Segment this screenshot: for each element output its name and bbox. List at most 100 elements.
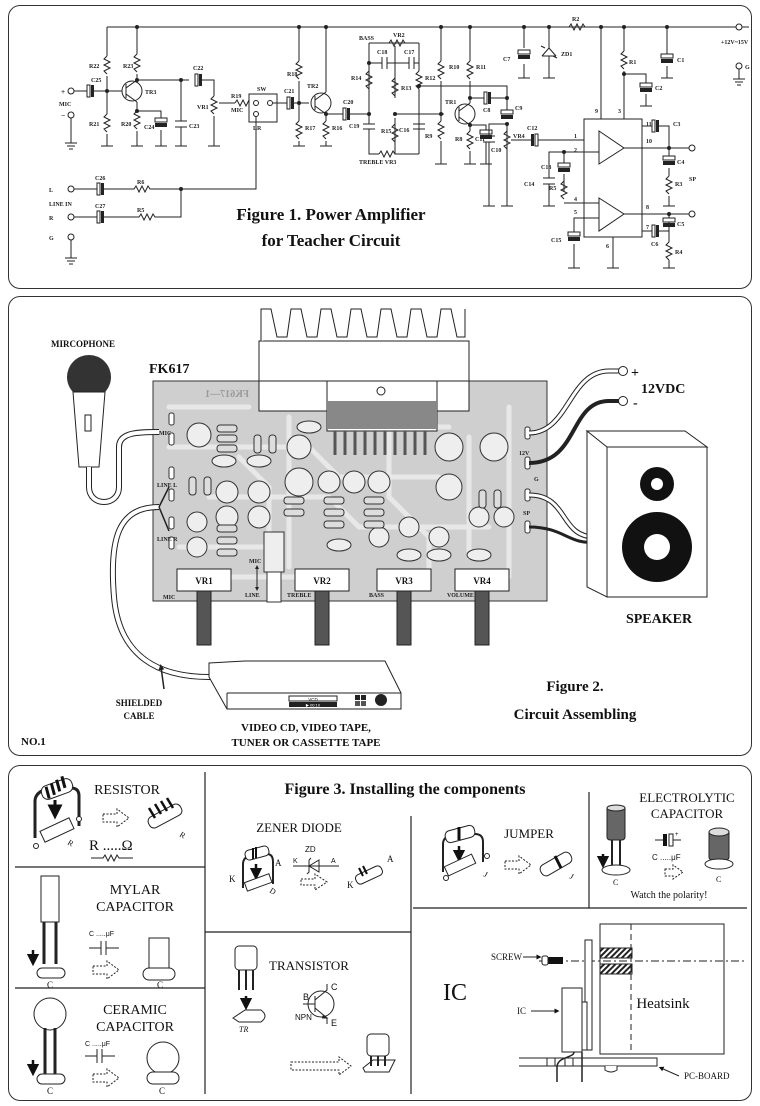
switch-label: SW: [257, 87, 266, 93]
assembly-diagram: FK617 MIRCOPHONE FK617—1: [21, 308, 709, 749]
svg-text:ZD1: ZD1: [561, 52, 572, 58]
switch-line-label: LINE: [245, 593, 260, 599]
connector-sp-label: SP: [523, 511, 530, 517]
pc-board-label: PC-BOARD: [684, 1071, 730, 1081]
zener-symbol-a: A: [331, 858, 336, 865]
transistor-collector-label: C: [331, 982, 338, 992]
svg-text:C5: C5: [677, 222, 684, 228]
svg-text:C1: C1: [677, 58, 684, 64]
supply-terminal: [735, 23, 743, 31]
supply-label: +12V~15V: [721, 40, 749, 46]
pot-label: VR2: [313, 576, 331, 586]
ic-section-title: IC: [443, 980, 467, 1006]
transistor-tag: TR: [239, 1025, 248, 1034]
pot-function-label: TREBLE: [287, 593, 311, 599]
pcb-board: FK617—1: [152, 380, 548, 603]
heatsink-label: Heatsink: [636, 996, 690, 1012]
connector-g-label: G: [534, 477, 539, 483]
svg-text:5: 5: [574, 210, 577, 216]
ceramic-formula: C .....μF: [85, 1041, 110, 1048]
zener-anode-label: A: [275, 858, 282, 868]
ceramic-tag: C: [47, 1086, 53, 1096]
jumper-tag: J: [482, 870, 489, 879]
ground-terminal: [735, 62, 743, 70]
svg-text:C10: C10: [491, 148, 501, 154]
ceramic-tag-installed: C: [159, 1086, 165, 1096]
electrolytic-capacitor-section: ELECTROLYTIC CAPACITOR C + C .....μF C W…: [596, 790, 735, 901]
pot-knob-shaft[interactable]: [314, 590, 330, 646]
mylar-title-1: MYLAR: [110, 883, 161, 898]
ceramic-title-1: CERAMIC: [103, 1003, 167, 1018]
speaker-positive-wire: [528, 493, 596, 539]
svg-text:R5: R5: [549, 186, 556, 192]
mylar-title-2: CAPACITOR: [96, 900, 174, 915]
electrolytic-title-2: CAPACITOR: [651, 806, 724, 821]
pot-knob-shaft[interactable]: [396, 590, 412, 646]
ground-right-label: G: [745, 65, 750, 71]
svg-text:C17: C17: [404, 50, 414, 56]
jumper-section: JUMPER J J: [442, 824, 575, 881]
resistor-tag-installed: R: [178, 830, 188, 841]
svg-text:9: 9: [595, 109, 598, 115]
svg-text:8: 8: [646, 205, 649, 211]
svg-text:C26: C26: [95, 176, 105, 182]
transistor-type-label: NPN: [295, 1013, 312, 1022]
svg-text:R12: R12: [425, 76, 435, 82]
svg-text:C13: C13: [541, 165, 551, 171]
transistor-base-label: B: [303, 992, 309, 1002]
svg-text:R2: R2: [572, 17, 579, 23]
connector-12v-label: 12V: [519, 451, 530, 457]
vcd-player-illustration: VCD ▶ 00:10: [208, 660, 402, 710]
svg-text:VR1: VR1: [197, 105, 209, 111]
section-dividers: [15, 772, 747, 1094]
resistor-section: RESISTOR R R .....Ω R: [33, 775, 188, 863]
board-name: FK617: [149, 362, 189, 377]
svg-text:TR3: TR3: [145, 90, 156, 96]
speaker-label: SPEAKER: [626, 612, 693, 627]
svg-text:4: 4: [574, 197, 577, 203]
pot-knob-shaft[interactable]: [196, 590, 212, 646]
ic-label: IC: [517, 1006, 526, 1016]
transistor-section: TRANSISTOR TR B C E NPN: [232, 945, 396, 1076]
svg-text:R21: R21: [89, 122, 99, 128]
svg-text:C21: C21: [284, 89, 294, 95]
svg-text:R14: R14: [351, 76, 361, 82]
figure2-title-line1: Figure 2.: [546, 679, 603, 695]
switch-mic-label: MIC: [249, 559, 261, 565]
svg-text:R15: R15: [381, 129, 391, 135]
svg-text:6: 6: [606, 244, 609, 250]
figure3-title: Figure 3. Installing the components: [284, 781, 525, 798]
svg-text:R13: R13: [401, 86, 411, 92]
svg-text:C15: C15: [551, 238, 561, 244]
svg-text:C22: C22: [193, 66, 203, 72]
svg-text:C8: C8: [483, 108, 490, 114]
svg-text:C6: C6: [651, 242, 658, 248]
mic-minus-label: −: [61, 113, 65, 120]
svg-text:C11: C11: [475, 137, 485, 143]
electrolytic-tag: C: [613, 878, 618, 887]
pot-function-label: MIC: [163, 595, 175, 601]
svg-text:R10: R10: [449, 65, 459, 71]
microphone-label: MIRCOPHONE: [51, 339, 115, 349]
mylar-tag-installed: C: [157, 980, 163, 990]
microphone-illustration: [67, 355, 160, 505]
svg-text:C3: C3: [673, 122, 680, 128]
polarity-note: Watch the polarity!: [631, 890, 708, 901]
svg-text:C25: C25: [91, 78, 101, 84]
mylar-tag: C: [47, 980, 53, 990]
zener-symbol-k: K: [293, 858, 298, 865]
ic-mounting-section: IC SCREW IC Heatsink PC-BOARD: [443, 923, 747, 1082]
svg-text:R19: R19: [231, 94, 241, 100]
power-minus-label: -: [633, 396, 638, 411]
svg-text:R5: R5: [137, 208, 144, 214]
mic-plus-label: +: [61, 89, 65, 96]
zener-cathode-label: K: [229, 874, 236, 884]
pot-knob-shaft[interactable]: [474, 590, 490, 646]
zener-title: ZENER DIODE: [256, 820, 342, 835]
